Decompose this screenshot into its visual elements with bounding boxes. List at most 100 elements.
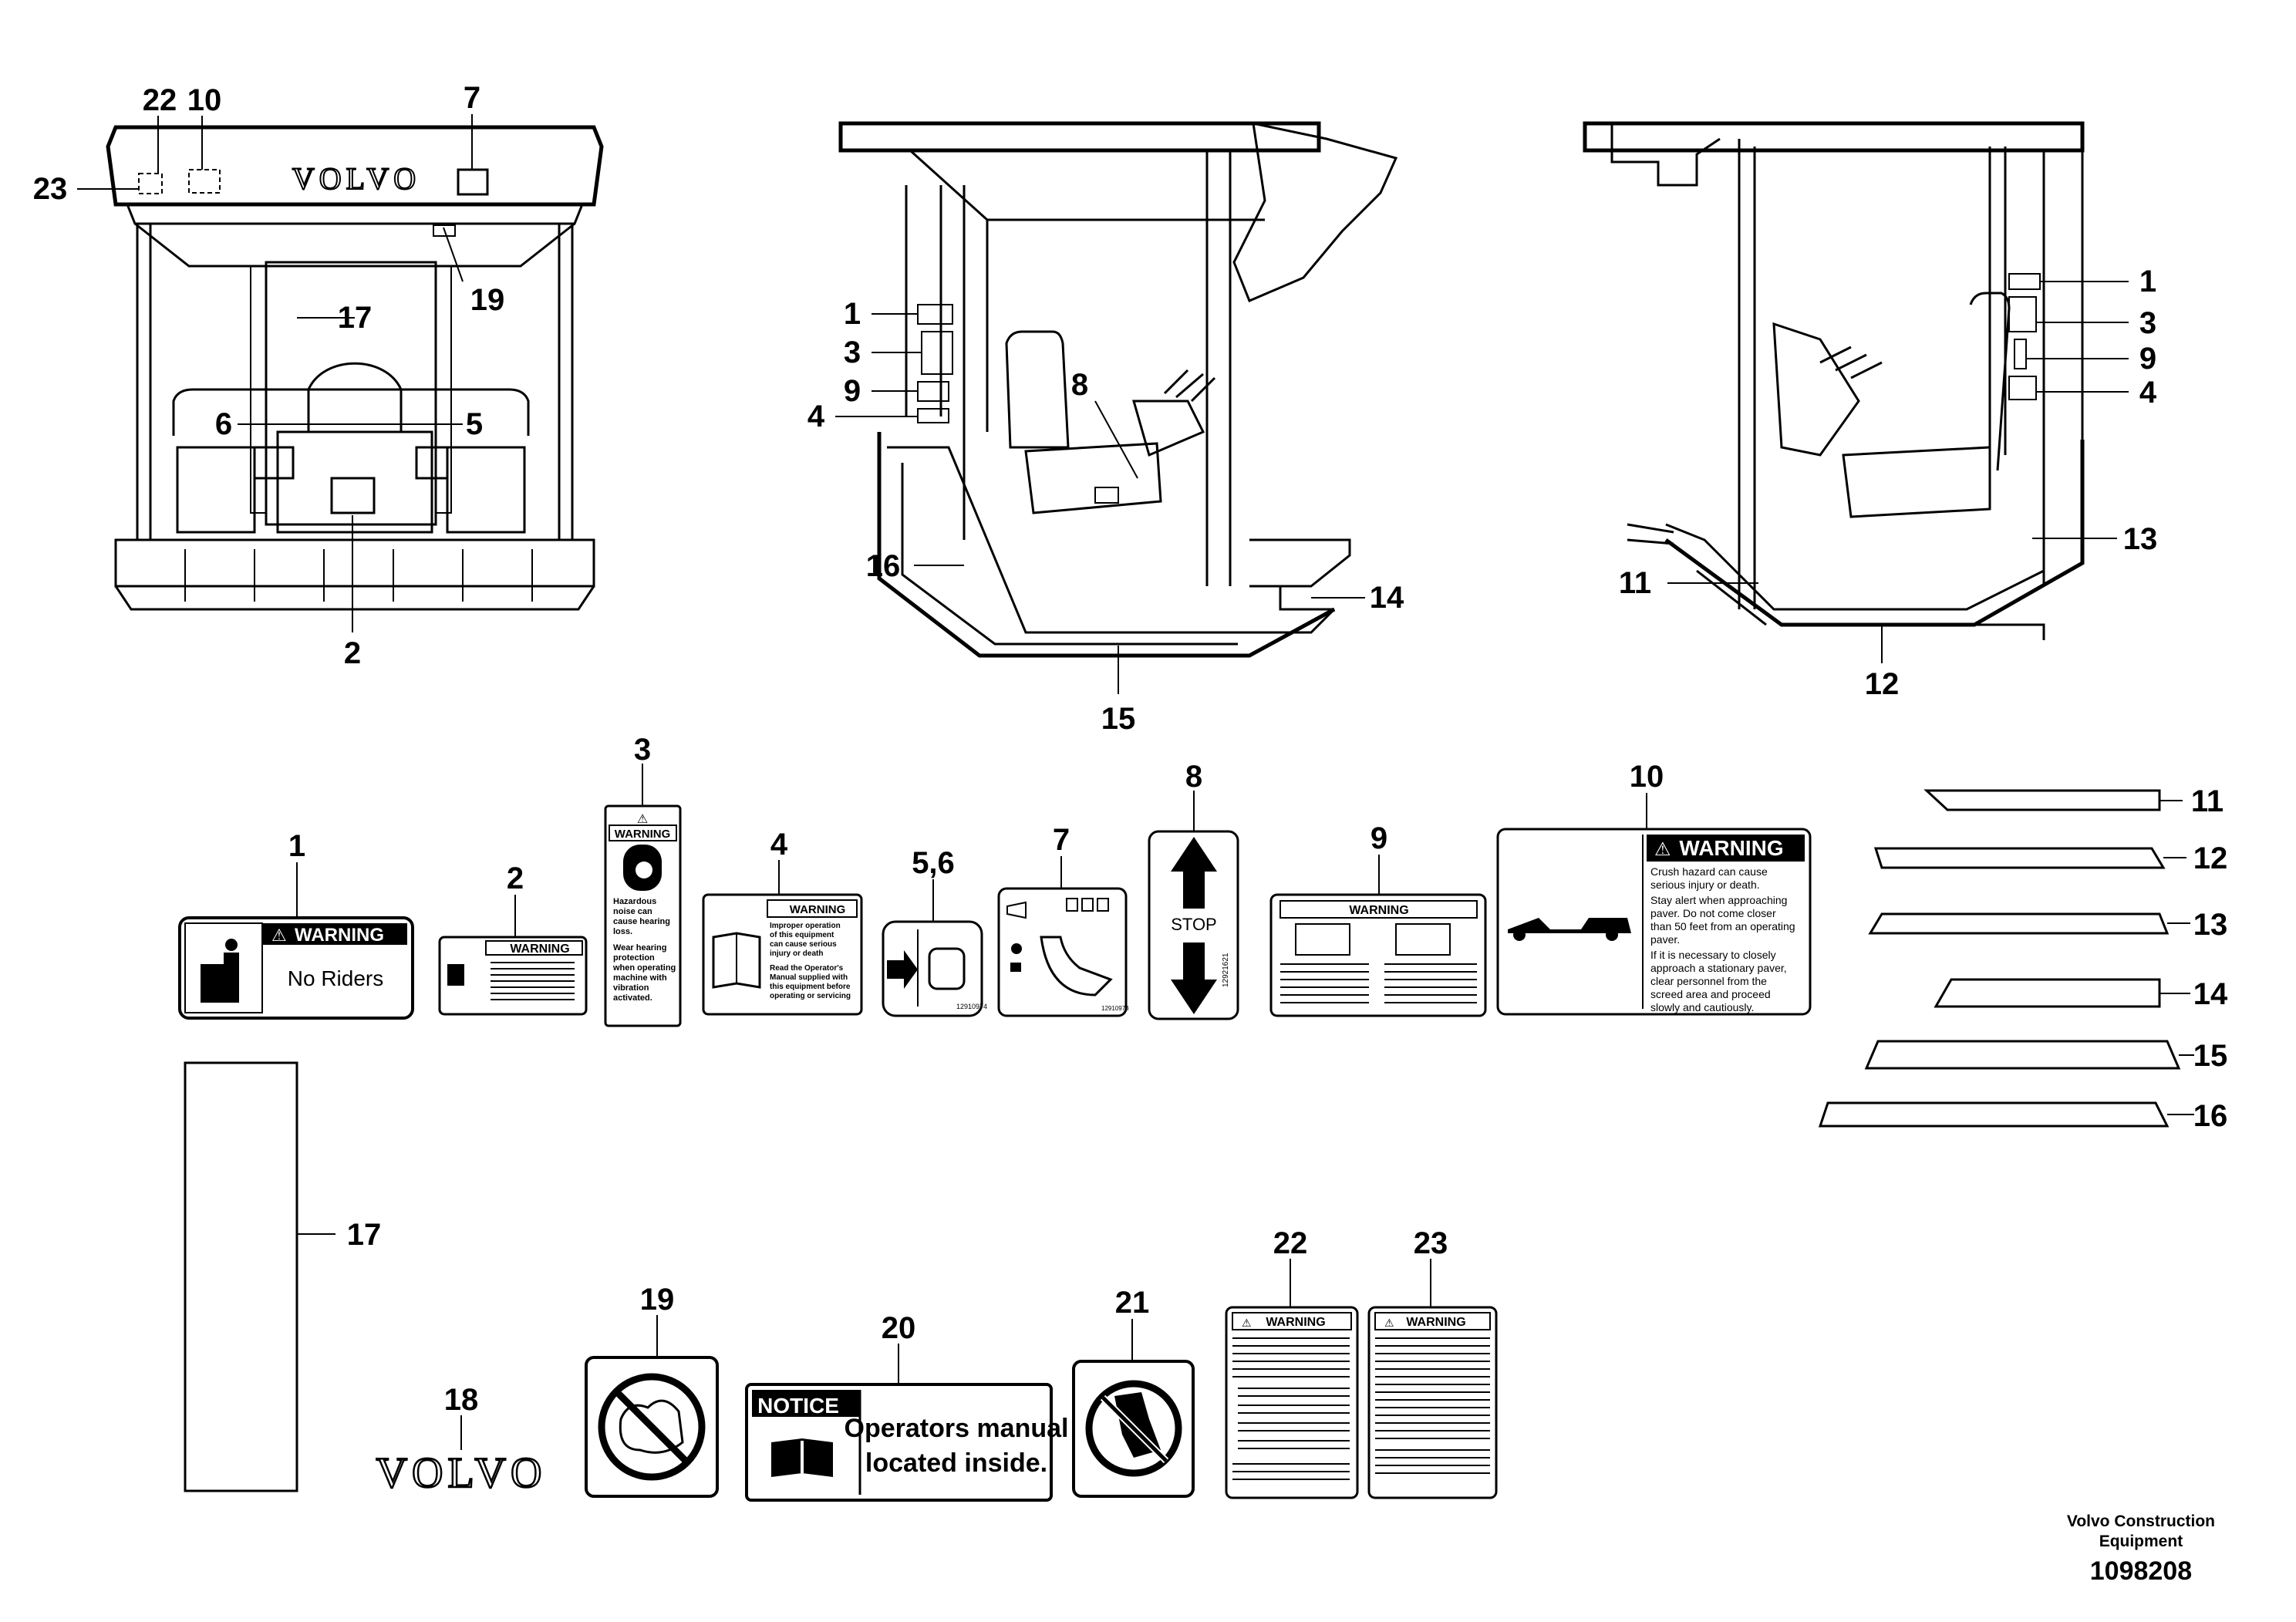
decal-10-paver-icon [1508, 918, 1631, 933]
decal-22-header: WARNING [1266, 1316, 1325, 1329]
decal-4-line-0: Improper operation [770, 922, 841, 930]
decal-7-controls: 7 12910973 [997, 823, 1129, 1017]
decal-5-6-code: 12910974 [956, 1003, 987, 1010]
decal-5-6-arrow: 5,6 12910974 [882, 846, 987, 1017]
decal-21-callout: 21 [1115, 1286, 1150, 1320]
decal-10-line-10: slowly and cautiously. [1650, 1001, 1754, 1013]
decal-4-operators-manual: 4 WARNING Improper operation of this equ… [702, 828, 863, 1016]
decal-1-header: WARNING [295, 925, 384, 946]
callout-13: 13 [2123, 522, 2158, 556]
decal-9-seat-belt: 9 WARNING [1269, 821, 1487, 1017]
callout-9: 9 [844, 374, 861, 408]
footer-company-line-2: Equipment [2099, 1533, 2183, 1550]
callout-1: 1 [2139, 265, 2156, 298]
footer-caption: Volvo Construction Equipment 1098208 [2067, 1512, 2215, 1587]
decal-10-callout: 10 [1630, 760, 1664, 794]
decal-23-warning-icon: ⚠ [1384, 1317, 1394, 1329]
decal-22-exhaust: 22 WARNING ⚠ [1225, 1226, 1359, 1499]
decal-22-callout: 22 [1273, 1226, 1308, 1260]
callout-23: 23 [33, 172, 68, 206]
decal-3-line-4: Wear hearing [613, 943, 667, 953]
leaders-top-left [77, 114, 473, 632]
cab-front-view: VOLVO [106, 125, 604, 611]
callout-2: 2 [344, 636, 361, 670]
decal-22-warning-icon: ⚠ [1242, 1317, 1252, 1329]
decal-2-icon [447, 964, 464, 986]
decal-8-text: STOP [1171, 915, 1217, 934]
callout-14: 14 [1370, 581, 1404, 615]
decal-5-6-callout: 5,6 [912, 846, 955, 880]
callout-19: 19 [470, 283, 505, 317]
callout-11: 11 [1619, 566, 1651, 600]
callout-15: 15 [1101, 702, 1136, 736]
decal-4-callout: 4 [770, 828, 788, 862]
decal-3-line-8: vibration [613, 983, 649, 993]
roof-brand-text: VOLVO [292, 161, 420, 196]
decal-3-line-0: Hazardous [613, 897, 656, 906]
decal-1-body: No Riders [288, 966, 383, 990]
callouts-top-left: 22 10 23 7 17 19 6 5 2 [33, 81, 505, 670]
decal-4-line-7: operating or servicing [770, 992, 851, 1000]
decal-15-callout: 15 [2193, 1039, 2228, 1073]
decal-19-no-spray: 19 [585, 1283, 719, 1498]
callouts-top-middle: 1 3 9 4 8 16 14 15 [807, 297, 1404, 736]
callout-22: 22 [143, 83, 177, 117]
decal-10-line-5: paver. [1650, 933, 1680, 946]
decal-21-prohibit-icon [1085, 1380, 1182, 1477]
decal-9-header: WARNING [1349, 904, 1408, 917]
callout-3: 3 [844, 336, 861, 369]
decal-21-no-step: 21 [1072, 1286, 1195, 1498]
callout-17: 17 [338, 301, 373, 335]
decal-10-header: WARNING [1679, 836, 1783, 860]
decal-3-hearing: 3 ⚠ WARNING Hazardous noise can cause he… [604, 733, 682, 1027]
decal-10-line-1: serious injury or death. [1650, 878, 1760, 891]
leaders-top-right [1667, 281, 2129, 663]
decal-10-line-3: paver. Do not come closer [1650, 907, 1776, 919]
decal-5-6-arrow-icon [887, 950, 918, 989]
decal-7-code: 12910973 [1101, 1005, 1129, 1012]
decal-4-line-5: Manual supplied with [770, 973, 848, 982]
decal-20-line-1: located inside. [865, 1448, 1047, 1478]
callout-10: 10 [187, 83, 222, 117]
decal-3-line-3: loss. [613, 927, 632, 936]
decal-7-icon-6 [1006, 901, 1027, 919]
callout-16: 16 [866, 549, 901, 583]
decal-8-down-arrow-icon [1171, 943, 1217, 1014]
decal-8-up-arrow-icon [1171, 837, 1217, 909]
decal-10-crush-hazard: 10 WARNING ⚠ Crush hazard can cause seri… [1496, 760, 1812, 1016]
callout-8: 8 [1071, 368, 1088, 402]
decal-8-callout: 8 [1185, 760, 1202, 794]
decal-20-line-0: Operators manual [845, 1414, 1069, 1443]
decal-3-line-5: protection [613, 953, 655, 963]
decal-3-line-1: noise can [613, 907, 652, 916]
decal-14-callout: 14 [2193, 977, 2228, 1011]
decal-20-notice: NOTICE [757, 1394, 839, 1418]
decal-7-icon-2 [1081, 898, 1094, 912]
decal-7-icon-5 [1010, 963, 1021, 972]
decal-1-callout: 1 [288, 829, 305, 863]
decal-3-warning-icon: ⚠ [637, 813, 648, 826]
decal-11-callout: 11 [2191, 784, 2224, 818]
decal-20-notice-manual: 20 NOTICE Operators manual located insid… [745, 1311, 1069, 1502]
decal-18-callout: 18 [444, 1383, 479, 1417]
callout-7: 7 [464, 81, 480, 115]
decal-1-rider-icon [201, 953, 239, 1003]
decal-18-volvo: 18 VOLVO [375, 1383, 547, 1498]
decal-23-header: WARNING [1406, 1316, 1465, 1329]
decal-8-stop: 8 STOP 12921621 [1148, 760, 1239, 1020]
decal-18-brand-text: VOLVO [376, 1449, 547, 1497]
decal-12-callout: 12 [2193, 841, 2228, 875]
decal-4-line-1: of this equipment [770, 931, 834, 939]
decal-3-callout: 3 [634, 733, 651, 767]
decal-4-header: WARNING [790, 903, 846, 916]
decal-4-line-3: injury or death [770, 949, 823, 958]
decal-10-line-4: than 50 feet from an operating [1650, 920, 1795, 932]
callout-1: 1 [844, 297, 861, 331]
decal-5-6-seat-icon [928, 947, 966, 990]
decal-3-header: WARNING [615, 828, 671, 841]
leaders-top-middle [835, 313, 1365, 694]
callout-12: 12 [1865, 667, 1900, 701]
decal-2-warning: 2 WARNING [438, 862, 588, 1016]
decal-10-line-9: screed area and proceed [1650, 988, 1771, 1000]
